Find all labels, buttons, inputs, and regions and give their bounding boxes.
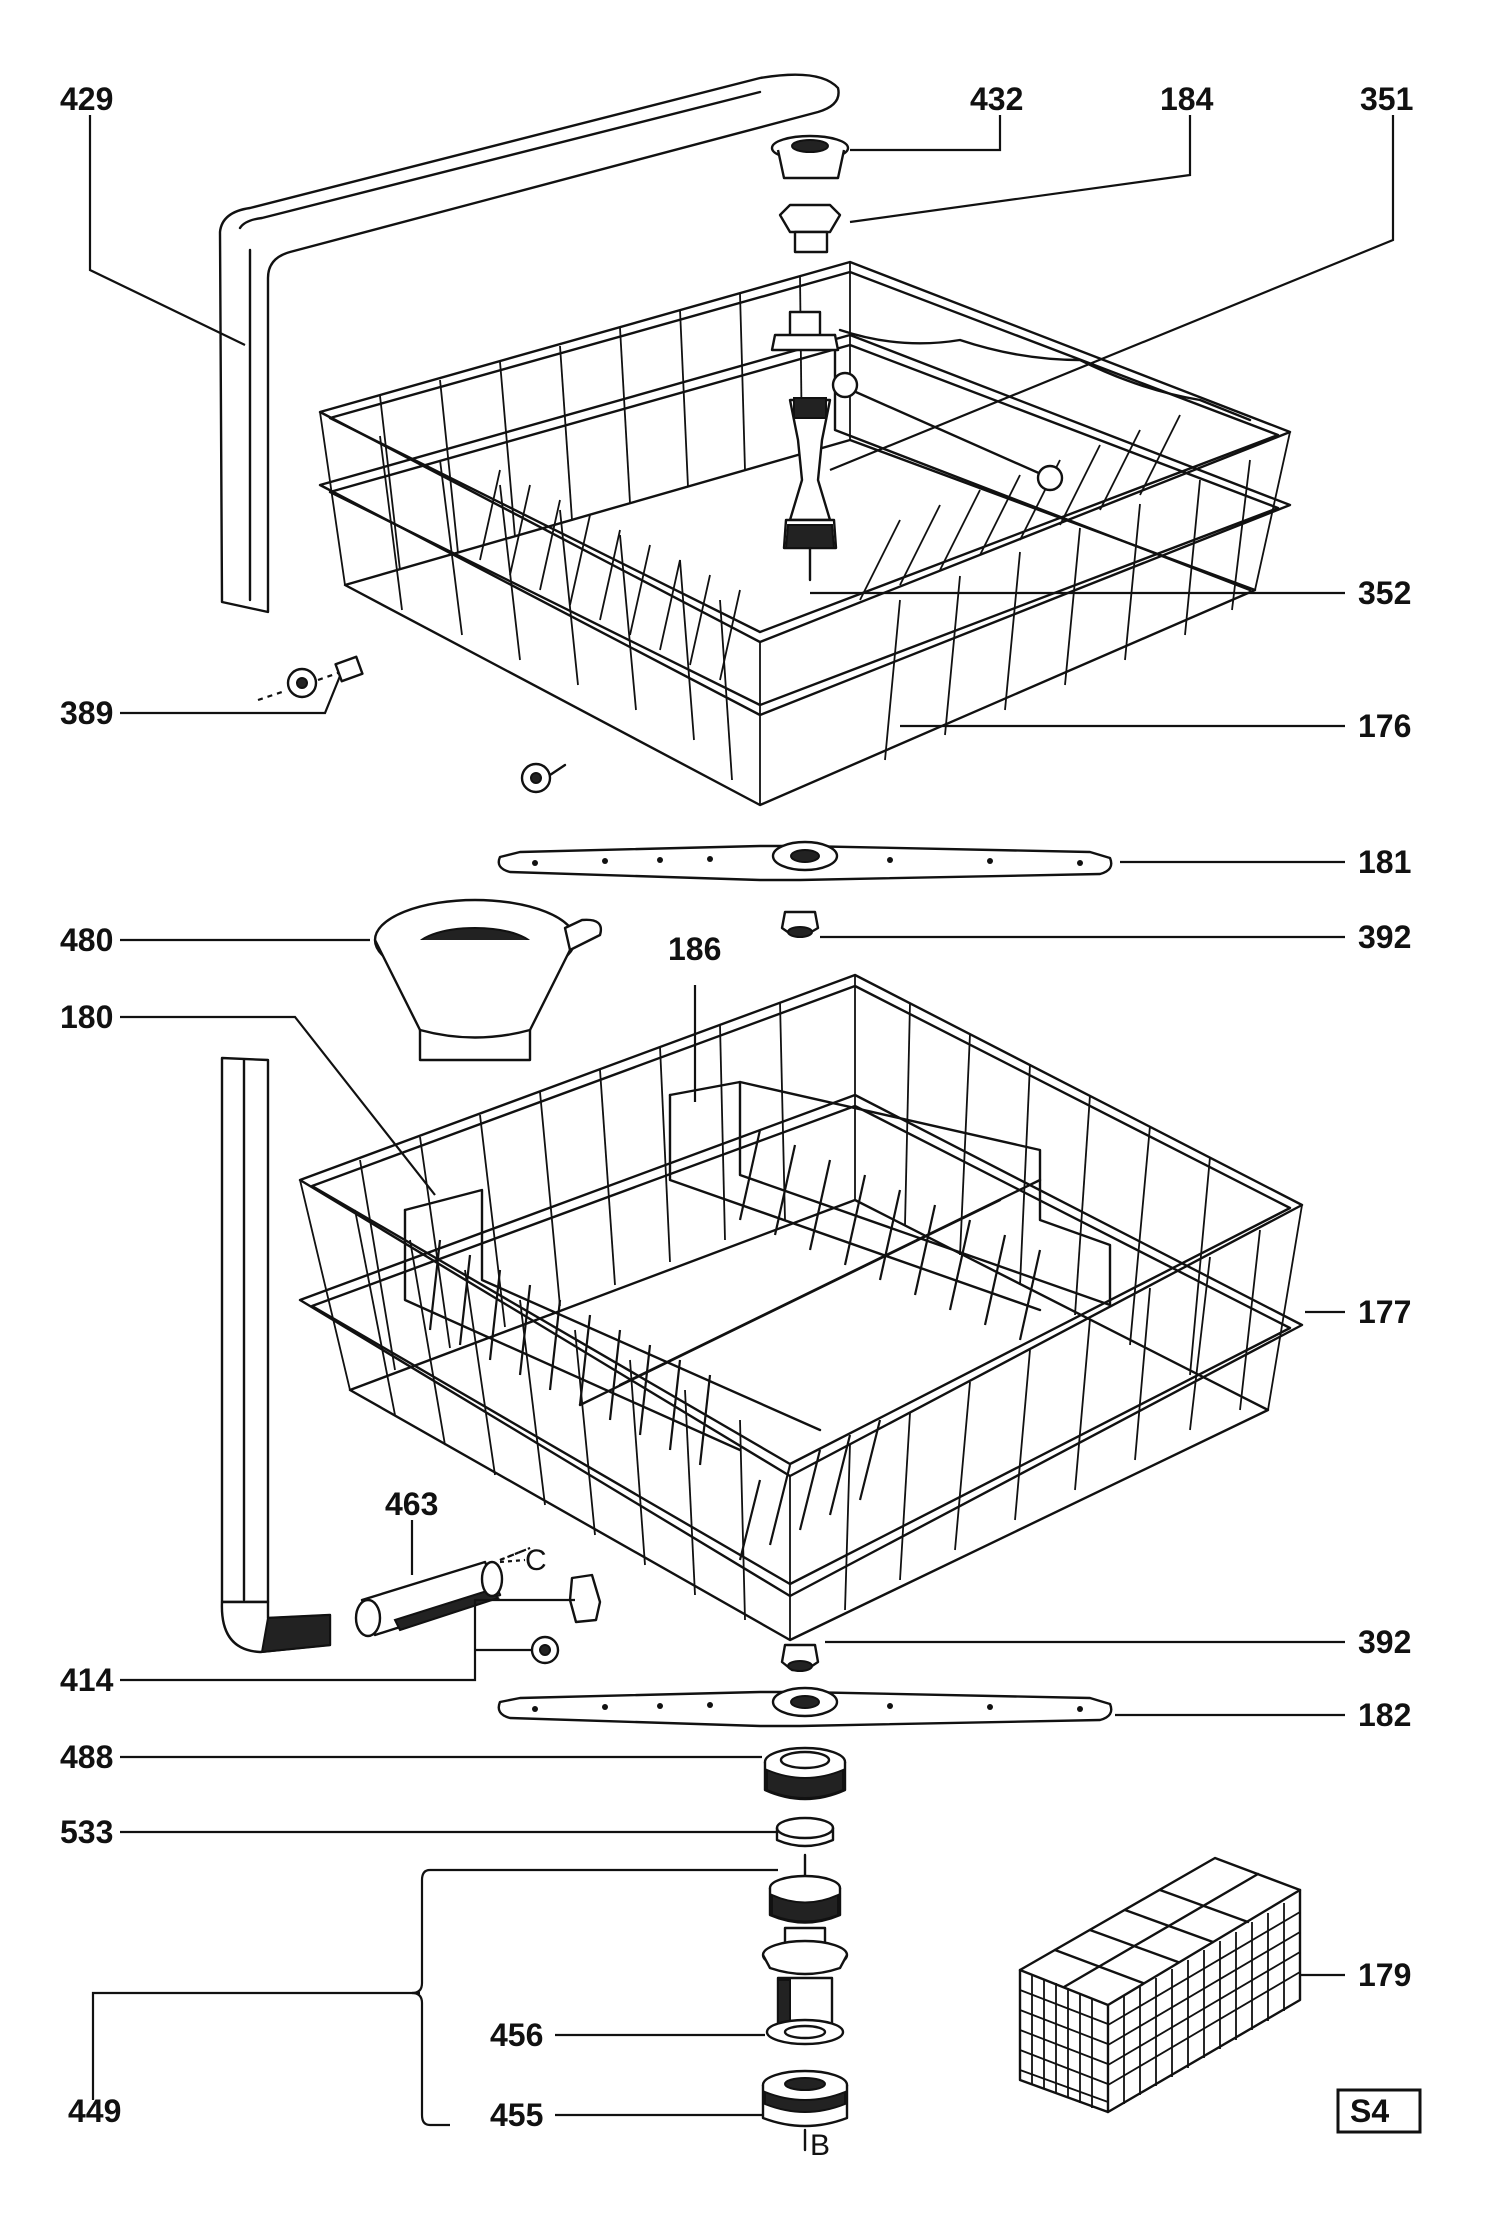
callout-181: 181 <box>1358 844 1411 880</box>
callout-449: 449 <box>68 2093 121 2129</box>
callout-182: 182 <box>1358 1697 1411 1733</box>
sheet-id-box: S4 <box>1336 2088 1422 2134</box>
spray-arm-182 <box>497 1686 1113 1728</box>
cutlery-basket-179 <box>1018 1856 1302 2114</box>
callout-414: 414 <box>60 1662 114 1698</box>
callout-488: 488 <box>60 1739 113 1775</box>
callout-351: 351 <box>1360 81 1413 117</box>
rail-429 <box>218 73 840 614</box>
marker-c: C <box>525 1544 547 1577</box>
callout-392-lower: 392 <box>1358 1624 1411 1660</box>
leader-lines <box>88 115 1395 2127</box>
callout-180: 180 <box>60 999 113 1035</box>
callout-456: 456 <box>490 2017 543 2053</box>
marker-b: B <box>810 2129 830 2162</box>
callout-429: 429 <box>60 81 113 117</box>
spray-arm-181 <box>497 840 1113 882</box>
callout-176: 176 <box>1358 708 1411 744</box>
funnel-480 <box>373 898 603 1062</box>
callout-463: 463 <box>385 1486 438 1522</box>
nut-392-lower <box>780 1643 820 1672</box>
callout-480: 480 <box>60 922 113 958</box>
callout-392-upper: 392 <box>1358 919 1411 955</box>
callout-labels: 429 432 184 351 352 389 176 181 392 480 … <box>60 81 1413 2162</box>
callout-389: 389 <box>60 695 113 731</box>
hub-assembly-449 <box>761 1853 849 2152</box>
arm-drive-assembly <box>770 134 850 582</box>
callout-179: 179 <box>1358 1957 1411 1993</box>
upper-basket-176 <box>318 260 1292 807</box>
callout-184: 184 <box>1160 81 1214 117</box>
ring-533 <box>775 1816 835 1848</box>
rail-180 <box>220 1056 332 1654</box>
tube-463 <box>354 1560 504 1638</box>
callout-177: 177 <box>1358 1294 1411 1330</box>
callout-352: 352 <box>1358 575 1411 611</box>
nut-392-upper <box>780 910 820 938</box>
callout-432: 432 <box>970 81 1023 117</box>
callout-455: 455 <box>490 2097 543 2133</box>
sheet-id: S4 <box>1350 2093 1389 2129</box>
callout-533: 533 <box>60 1814 113 1850</box>
ring-488 <box>763 1746 847 1801</box>
callout-186: 186 <box>668 931 721 967</box>
wheel-389 <box>257 655 364 702</box>
lower-basket-177 <box>298 973 1304 1642</box>
clip-414 <box>499 1546 602 1665</box>
